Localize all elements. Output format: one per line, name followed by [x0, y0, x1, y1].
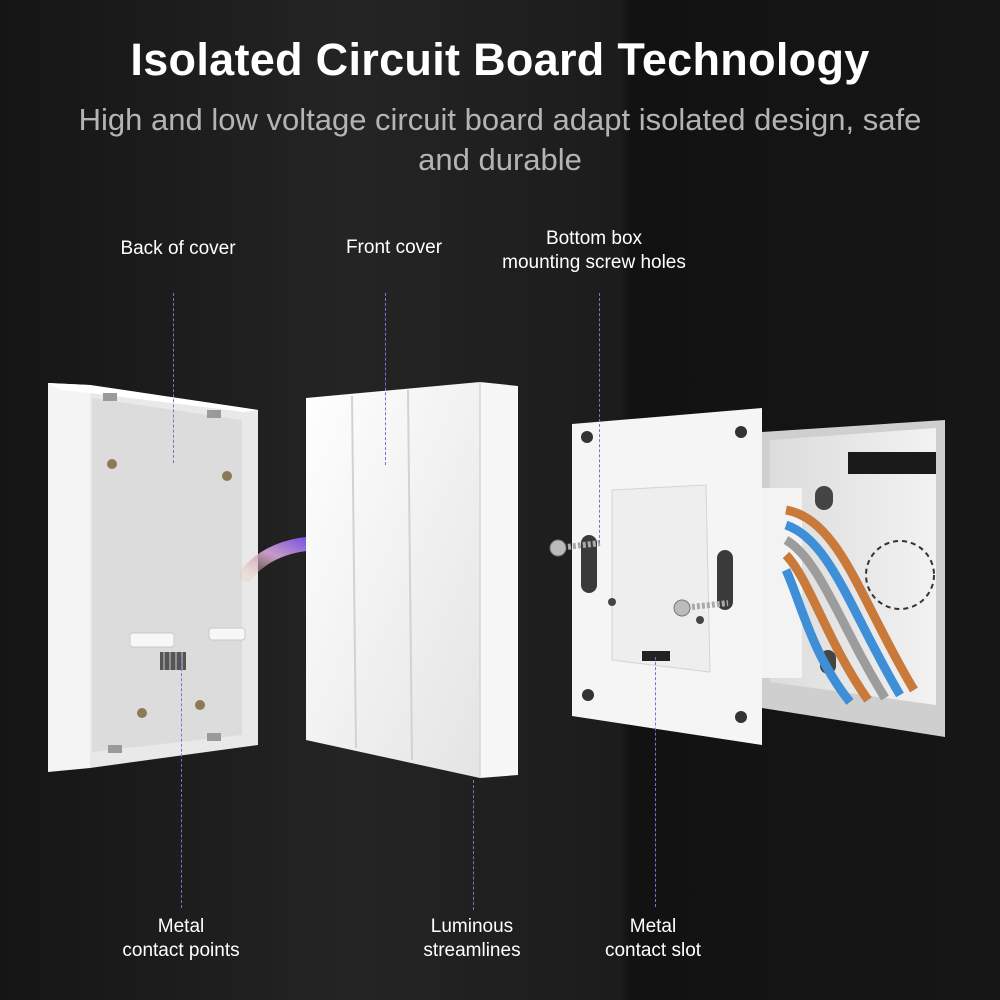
- screw-holes-guide: [599, 293, 600, 543]
- front-cover-panel: [306, 382, 518, 778]
- metal-contact-slot-label: Metal contact slot: [604, 916, 702, 961]
- luminous-streamlines-guide: [473, 780, 474, 910]
- front-cover-guide: [385, 293, 386, 465]
- page-subtitle: High and low voltage circuit board adapt…: [78, 102, 922, 177]
- luminous-streamlines-label: Luminous streamlines: [423, 916, 521, 961]
- screw-icon: [549, 539, 729, 617]
- front-cover-label: Front cover: [345, 237, 443, 258]
- page-title: Isolated Circuit Board Technology: [130, 34, 870, 85]
- back-of-cover-guide: [173, 293, 174, 463]
- base-plate: [572, 408, 762, 745]
- back-of-cover-label: Back of cover: [120, 238, 236, 259]
- metal-contact-points-label: Metal contact points: [122, 916, 240, 961]
- metal-contact-points-guide: [181, 658, 182, 908]
- wall-box: [762, 420, 945, 737]
- back-cover-panel: [48, 383, 258, 772]
- screw-holes-label: Bottom box mounting screw holes: [502, 228, 686, 273]
- metal-contact-slot-guide: [655, 657, 656, 907]
